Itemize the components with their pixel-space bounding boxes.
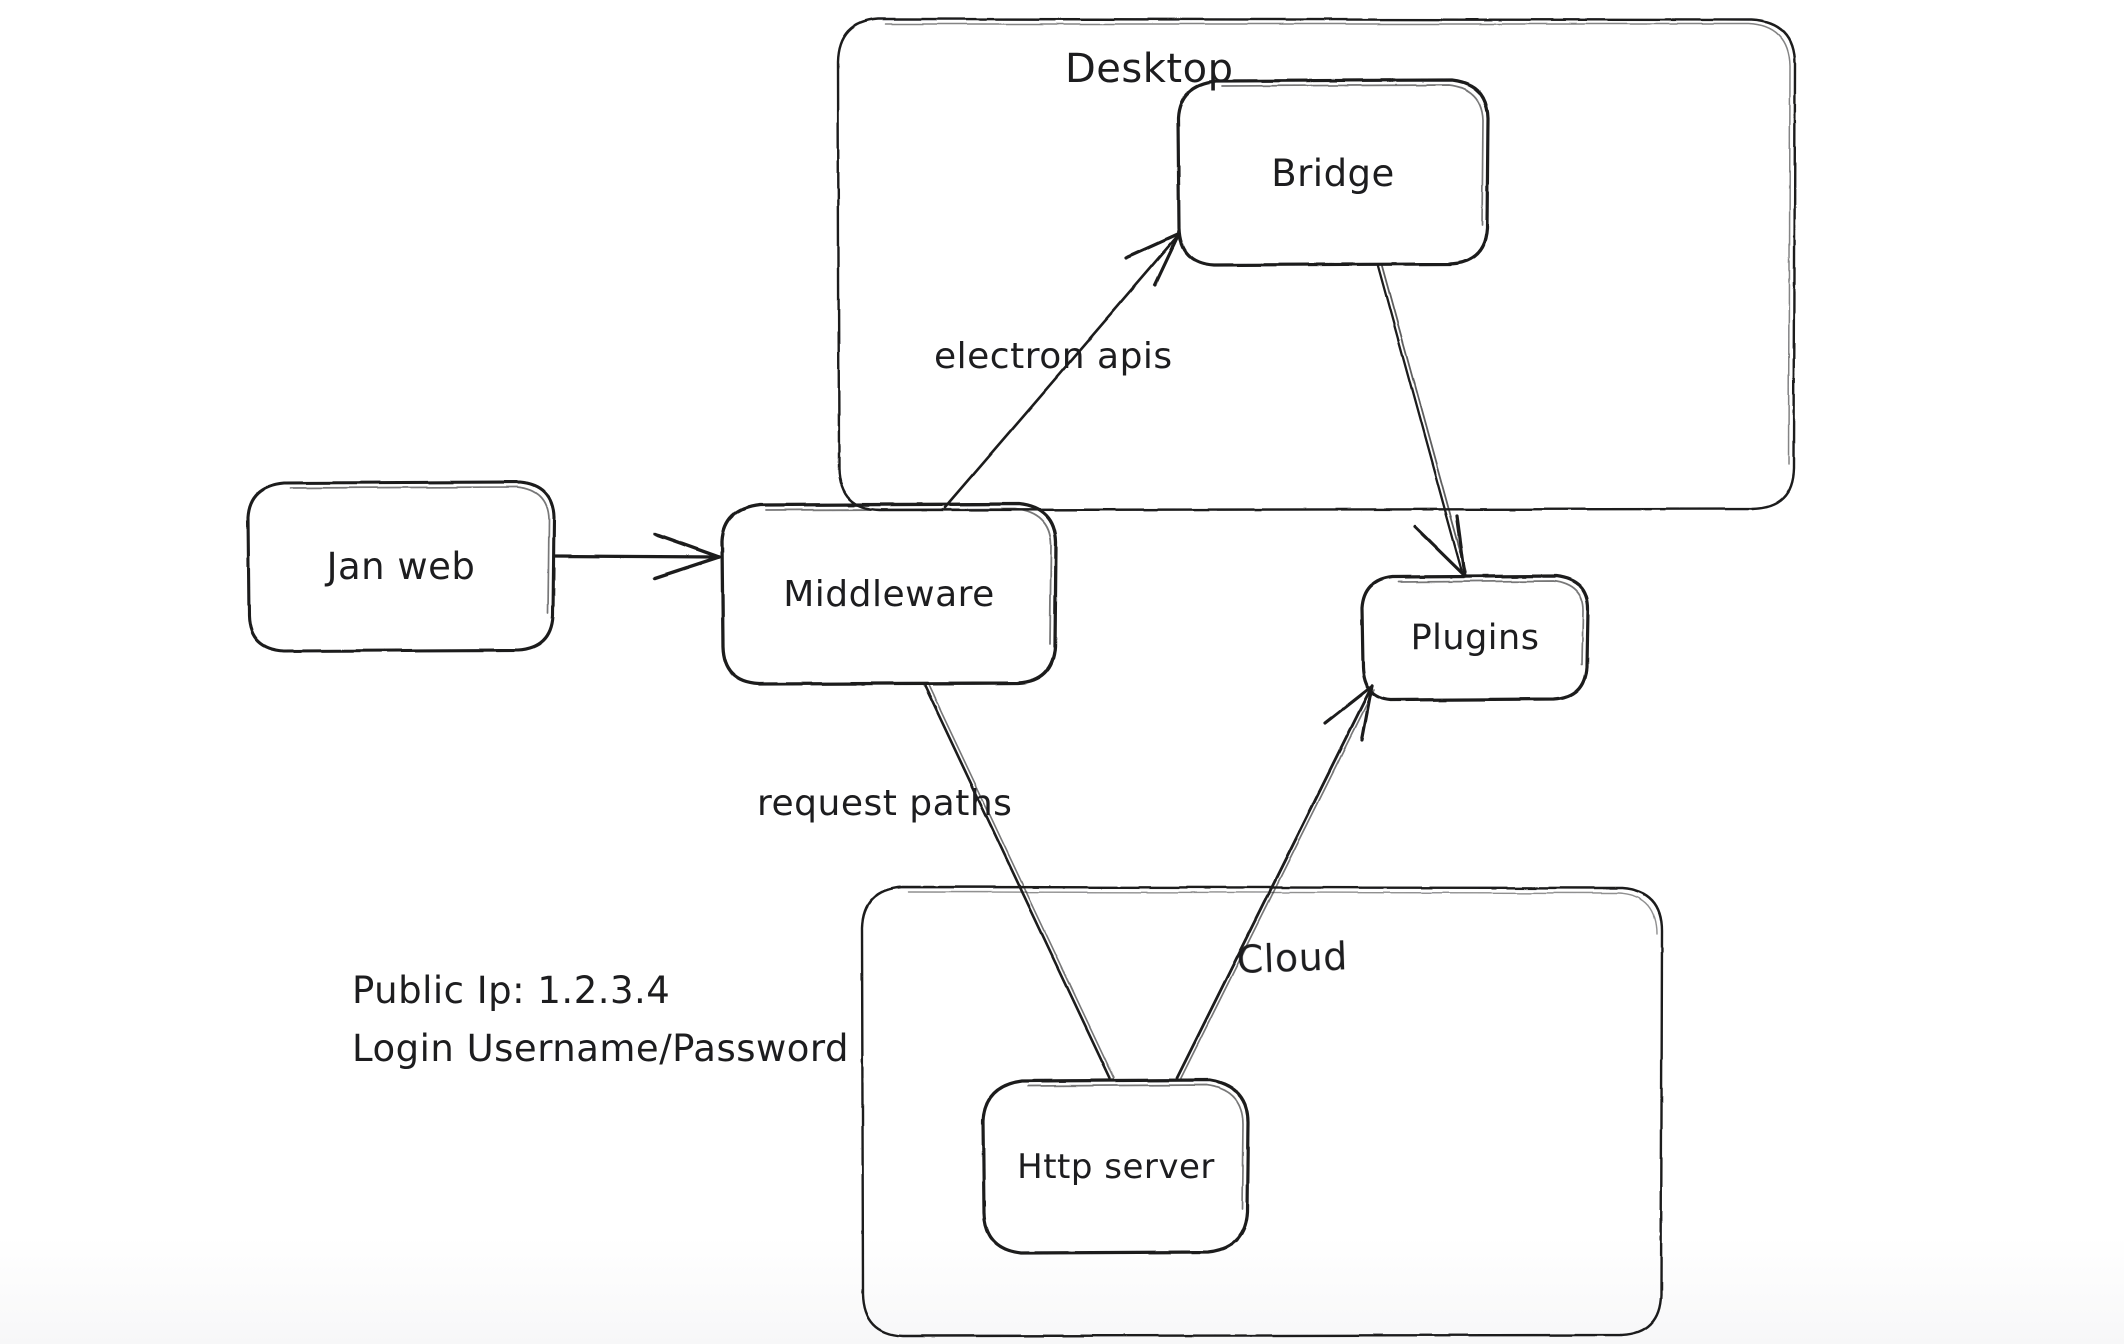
edge-bridge-to-plugins [1376,264,1467,578]
node-jan-web-outline [246,480,556,653]
container-title-desktop: Desktop [1065,46,1234,92]
node-label-middleware: Middleware [783,573,995,615]
edge-label-electron-apis: electron apis [934,336,1173,377]
edge-middleware-to-httpserver [923,684,1115,1080]
edge-janweb-to-middleware [552,532,721,580]
edge-middleware-to-bridge [943,232,1181,509]
node-label-plugins: Plugins [1410,618,1540,658]
edge-label-request-paths: request paths [757,783,1013,824]
note-public-ip: Public Ip: 1.2.3.4 [352,969,671,1012]
node-middleware-outline [720,502,1058,686]
container-desktop-outline [836,17,1797,512]
node-bridge[interactable]: Bridge [1178,80,1488,266]
node-label-bridge: Bridge [1271,151,1395,195]
node-jan-web[interactable]: Jan web [248,482,554,650]
node-label-jan-web: Jan web [326,544,476,588]
node-http-server[interactable]: Http server [983,1080,1249,1254]
container-title-cloud: Cloud [1236,934,1349,982]
note-login-credentials: Login Username/Password [352,1027,849,1070]
notes-block: Public Ip: 1.2.3.4 Login Username/Passwo… [352,962,849,1078]
node-http-server-outline [981,1078,1250,1255]
node-middleware[interactable]: Middleware [722,504,1056,684]
node-label-http-server: Http server [1017,1147,1215,1187]
node-bridge-outline [1176,78,1490,267]
container-cloud-outline [860,885,1664,1338]
node-plugins-outline [1360,574,1590,702]
edge-httpserver-to-plugins [1175,684,1375,1080]
node-plugins[interactable]: Plugins [1362,576,1588,700]
